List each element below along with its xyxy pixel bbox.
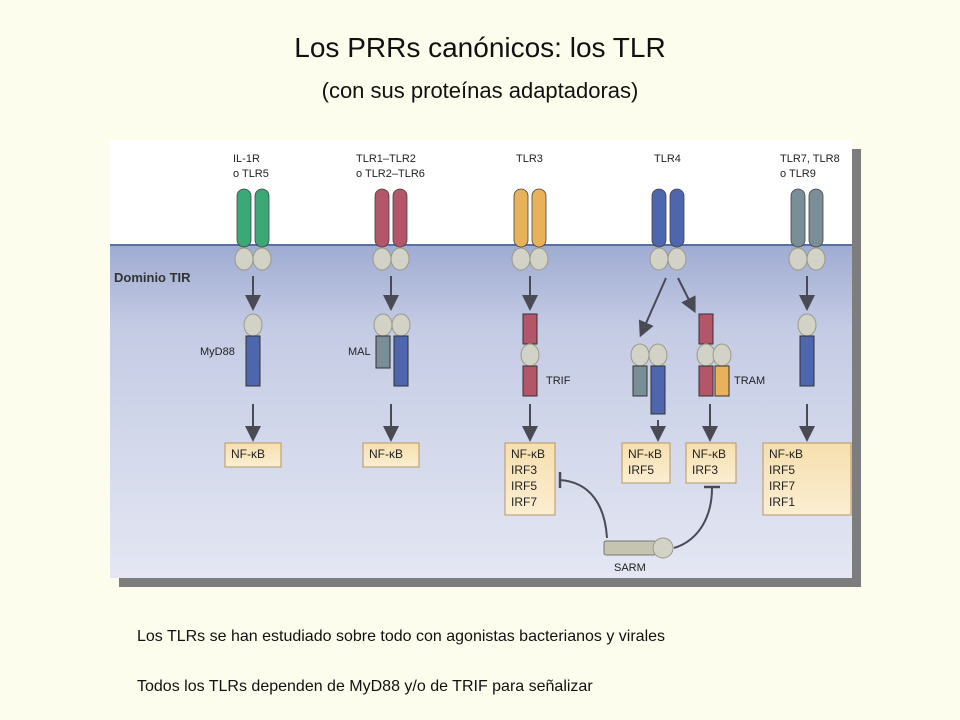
receptor-group (234, 188, 826, 271)
output-box (621, 442, 671, 484)
output-factor: NF-κB (369, 447, 403, 461)
myd88-death-domain (797, 313, 817, 337)
receptor-label: IL-1R (233, 153, 260, 165)
output-factor: IRF1 (769, 495, 795, 509)
output-factor: IRF7 (511, 495, 537, 509)
receptor-chain (236, 188, 252, 248)
mal-death-domain (630, 343, 650, 367)
receptor-chain (669, 188, 685, 248)
tir-domain (529, 247, 549, 271)
output-factor: IRF7 (769, 479, 795, 493)
myd88-adapter (245, 335, 261, 387)
tir-domain (788, 247, 808, 271)
tir-domain (806, 247, 826, 271)
receptor-label: o TLR2–TLR6 (356, 168, 425, 180)
myd88-adapter (393, 335, 409, 387)
output-factor: IRF5 (769, 463, 795, 477)
output-factor: IRF3 (511, 463, 537, 477)
mal-death-domain (373, 313, 393, 337)
receptor-label: TLR1–TLR2 (356, 153, 416, 165)
tir-domain (667, 247, 687, 271)
trif-adapter (522, 313, 538, 345)
receptor-chain (808, 188, 824, 248)
output-box (224, 442, 282, 468)
receptor-label: TLR7, TLR8 (780, 153, 840, 165)
inhibition-line (673, 487, 713, 549)
myd88-adapter (650, 365, 666, 415)
trif-adapter (698, 313, 714, 345)
tir-domain-label: Dominio TIR (114, 270, 191, 285)
output-factor: NF-κB (511, 447, 545, 461)
myd88-death-domain (243, 313, 263, 337)
trif-adapter (698, 365, 714, 397)
sarm-body (603, 540, 657, 556)
tir-domain (372, 247, 392, 271)
output-factor: NF-κB (692, 447, 726, 461)
output-factor: IRF5 (628, 463, 654, 477)
page-title: Los PRRs canónicos: los TLR (294, 32, 666, 63)
receptor-label: TLR4 (654, 153, 681, 165)
output-box (685, 442, 737, 484)
arrow-group (245, 276, 815, 549)
receptor-label: TLR3 (516, 153, 543, 165)
output-factor: IRF3 (692, 463, 718, 477)
output-factor: NF-κB (769, 447, 803, 461)
myd88-adapter (799, 335, 815, 387)
tram-label: TRAM (734, 375, 765, 387)
myd88-death-domain (391, 313, 411, 337)
tir-domain (234, 247, 254, 271)
inhibition-line (559, 479, 608, 539)
tir-domain (511, 247, 531, 271)
mal-adapter (632, 365, 648, 397)
trif-domain (696, 343, 716, 367)
receptor-chain (790, 188, 806, 248)
tir-domain (252, 247, 272, 271)
sarm-domain (652, 537, 674, 559)
mal-label: MAL (348, 346, 371, 358)
cytoplasm-region (110, 245, 852, 578)
tram-adapter (714, 365, 730, 397)
sarm-label: SARM (614, 562, 646, 574)
adapter-group (243, 313, 817, 559)
page-subtitle: (con sus proteínas adaptadoras) (321, 78, 639, 103)
signal-arrow (677, 277, 696, 314)
output-box (504, 442, 556, 516)
mal-adapter (375, 335, 391, 369)
receptor-chain (531, 188, 547, 248)
receptor-chain (374, 188, 390, 248)
tram-domain (712, 343, 732, 367)
receptor-label: o TLR9 (780, 168, 816, 180)
signal-arrow (638, 277, 667, 338)
output-box (362, 442, 420, 468)
output-box (762, 442, 852, 516)
myd88-label: MyD88 (200, 346, 235, 358)
note-line-1: Los TLRs se han estudiado sobre todo con… (137, 628, 666, 645)
receptor-chain (392, 188, 408, 248)
trif-label: TRIF (546, 375, 571, 387)
output-factor: IRF5 (511, 479, 537, 493)
receptor-chain (513, 188, 529, 248)
trif-domain (520, 343, 540, 367)
receptor-label: o TLR5 (233, 168, 269, 180)
trif-adapter (522, 365, 538, 397)
output-factor: NF-κB (231, 447, 265, 461)
receptor-chain (254, 188, 270, 248)
receptor-chain (651, 188, 667, 248)
tir-domain (390, 247, 410, 271)
myd88-death-domain (648, 343, 668, 367)
tir-domain (649, 247, 669, 271)
output-factor: NF-κB (628, 447, 662, 461)
note-line-2: Todos los TLRs dependen de MyD88 y/o de … (137, 678, 593, 695)
